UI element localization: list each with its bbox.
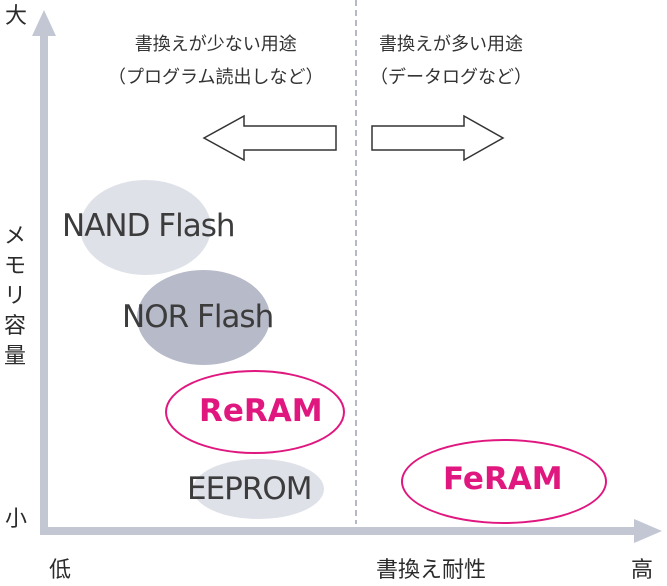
left-region-caption: 書換えが少ない用途 （プログラム読出しなど） <box>108 28 323 94</box>
x-axis-title: 書換え耐性 <box>376 558 487 583</box>
y-axis-title: メモリ容量 <box>3 224 26 369</box>
right-region-line2: （データログなど） <box>370 67 532 88</box>
nor-flash-bubble <box>137 270 270 365</box>
feram-bubble <box>401 439 607 524</box>
x-axis-high-label: 高 <box>631 558 654 583</box>
left-region-line2: （プログラム読出しなど） <box>108 67 324 88</box>
right-region-line1: 書換えが多い用途 <box>379 34 523 55</box>
x-axis <box>40 519 662 543</box>
eeprom-bubble <box>193 459 324 519</box>
right-arrow-icon <box>371 114 505 162</box>
left-arrow-icon <box>202 114 337 162</box>
y-axis <box>32 10 56 531</box>
reram-label: ReRAM <box>199 393 323 429</box>
right-region-caption: 書換えが多い用途 （データログなど） <box>370 28 532 94</box>
nor-flash-label: NOR Flash <box>122 299 274 335</box>
reram-bubble <box>165 370 345 454</box>
y-axis-low-label: 小 <box>5 507 28 532</box>
nand-flash-label: NAND Flash <box>62 208 236 244</box>
nand-flash-bubble <box>80 180 211 275</box>
left-region-line1: 書換えが少ない用途 <box>134 34 297 55</box>
x-axis-low-label: 低 <box>49 558 72 583</box>
y-axis-high-label: 大 <box>5 4 28 29</box>
feram-label: FeRAM <box>443 461 563 497</box>
eeprom-label: EEPROM <box>187 471 313 507</box>
